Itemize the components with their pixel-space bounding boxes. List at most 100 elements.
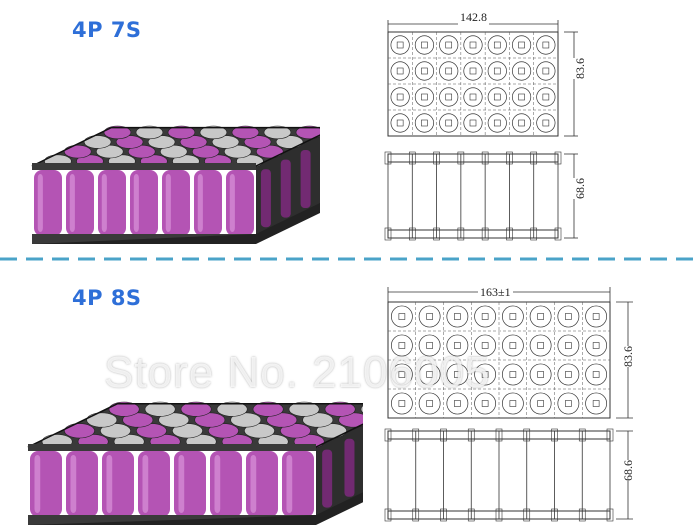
slot-tab: [537, 371, 544, 378]
side-clip: [412, 508, 420, 522]
cell-slot: [536, 61, 556, 81]
slot-tab: [565, 313, 572, 320]
cell-slot: [487, 113, 507, 133]
side-clip: [606, 428, 614, 442]
side-clip: [551, 428, 558, 442]
side-clip: [457, 227, 465, 241]
cell-slot: [501, 334, 524, 357]
cell-slot: [463, 113, 483, 133]
cell-top: [108, 401, 140, 417]
cell-slot: [446, 363, 469, 386]
holder-cross: [224, 144, 252, 159]
holder-cross: [316, 423, 347, 439]
cell-top: [243, 135, 272, 149]
side-clip: [481, 227, 489, 241]
side-cell: [300, 150, 311, 208]
slot-tab: [493, 41, 501, 49]
side-clip: [457, 151, 465, 165]
dashed-divider: [0, 257, 700, 261]
slot-tab: [542, 67, 550, 75]
battery-pack-4p7s-illustration: [31, 125, 320, 244]
dimension-width-label: 163±1: [478, 285, 513, 300]
cell-highlight: [69, 174, 75, 232]
side-clip: [523, 508, 531, 522]
slot-tab: [426, 371, 433, 378]
top-view-drawing-4p7s: [387, 20, 578, 137]
cell-slot: [446, 305, 469, 328]
cell-highlight: [70, 455, 77, 513]
cell-slot: [557, 392, 580, 415]
cell-top: [179, 135, 208, 149]
cell-top: [136, 423, 167, 439]
bottom-holder-side: [28, 492, 363, 525]
cell-highlight: [197, 174, 203, 232]
side-clip: [467, 508, 475, 522]
slot-tab: [509, 371, 517, 378]
side-cell: [260, 169, 271, 228]
holder-cross: [172, 423, 203, 439]
slot-tab: [454, 313, 461, 320]
slot-tab: [565, 400, 572, 407]
cell-slot: [557, 334, 580, 357]
slot-tab: [509, 342, 517, 349]
cell-slot: [585, 305, 608, 328]
slot-tab: [398, 371, 406, 378]
cell-top: [180, 401, 212, 417]
holder-cross: [199, 125, 228, 140]
side-clip: [412, 428, 420, 442]
slot-tab: [509, 313, 517, 320]
side-clip: [554, 151, 562, 165]
pack-title-4p8s: 4P 8S: [72, 286, 142, 310]
side-clip: [578, 508, 586, 522]
holder-cross: [135, 125, 164, 140]
slot-tab: [592, 342, 600, 349]
slot-tab: [518, 93, 525, 101]
cell-slot: [414, 61, 435, 81]
cell-highlight: [37, 174, 43, 232]
slot-tab: [426, 400, 433, 407]
holder-cross: [147, 135, 176, 149]
cell-slot: [529, 392, 552, 415]
slot-tab: [481, 400, 489, 407]
holder-cross: [100, 423, 131, 439]
holder-cross: [83, 135, 112, 149]
slot-tab: [542, 41, 550, 49]
dimension-height-label: 83.6: [621, 346, 636, 367]
cell-top: [338, 412, 363, 428]
cell-top: [231, 125, 260, 140]
cell-slot: [439, 87, 459, 107]
holder-cross: [263, 125, 292, 140]
side-clip: [551, 508, 558, 522]
cell-highlight: [214, 455, 221, 513]
holder-cross: [96, 144, 124, 159]
side-clip: [384, 428, 392, 442]
cell-slot: [487, 61, 507, 81]
cell-slot: [501, 363, 524, 386]
cell-slot: [418, 363, 441, 386]
cell-slot: [439, 35, 459, 55]
cell-slot: [390, 334, 413, 357]
cell-slot: [487, 35, 507, 55]
cell-top: [295, 125, 320, 140]
slot-tab: [537, 342, 544, 349]
cell-slot: [474, 334, 497, 357]
top-edge: [32, 163, 256, 170]
slot-tab: [518, 41, 525, 49]
cell-top: [115, 135, 144, 149]
slot-tab: [518, 119, 525, 127]
holder-cross: [360, 405, 363, 414]
holder-cross: [302, 412, 334, 428]
slot-tab: [421, 41, 428, 49]
side-cell: [322, 449, 333, 508]
side-cell: [344, 438, 355, 497]
cell-top: [103, 125, 132, 140]
slot-tab: [518, 67, 525, 75]
slot-tab: [454, 342, 461, 349]
slot-tab: [445, 119, 453, 127]
pack-title-4p7s: 4P 7S: [72, 18, 142, 42]
slot-tab: [537, 313, 544, 320]
cell-slot: [529, 334, 552, 357]
cell-highlight: [229, 174, 235, 232]
cell-slot: [446, 334, 469, 357]
slot-tab: [398, 313, 406, 320]
